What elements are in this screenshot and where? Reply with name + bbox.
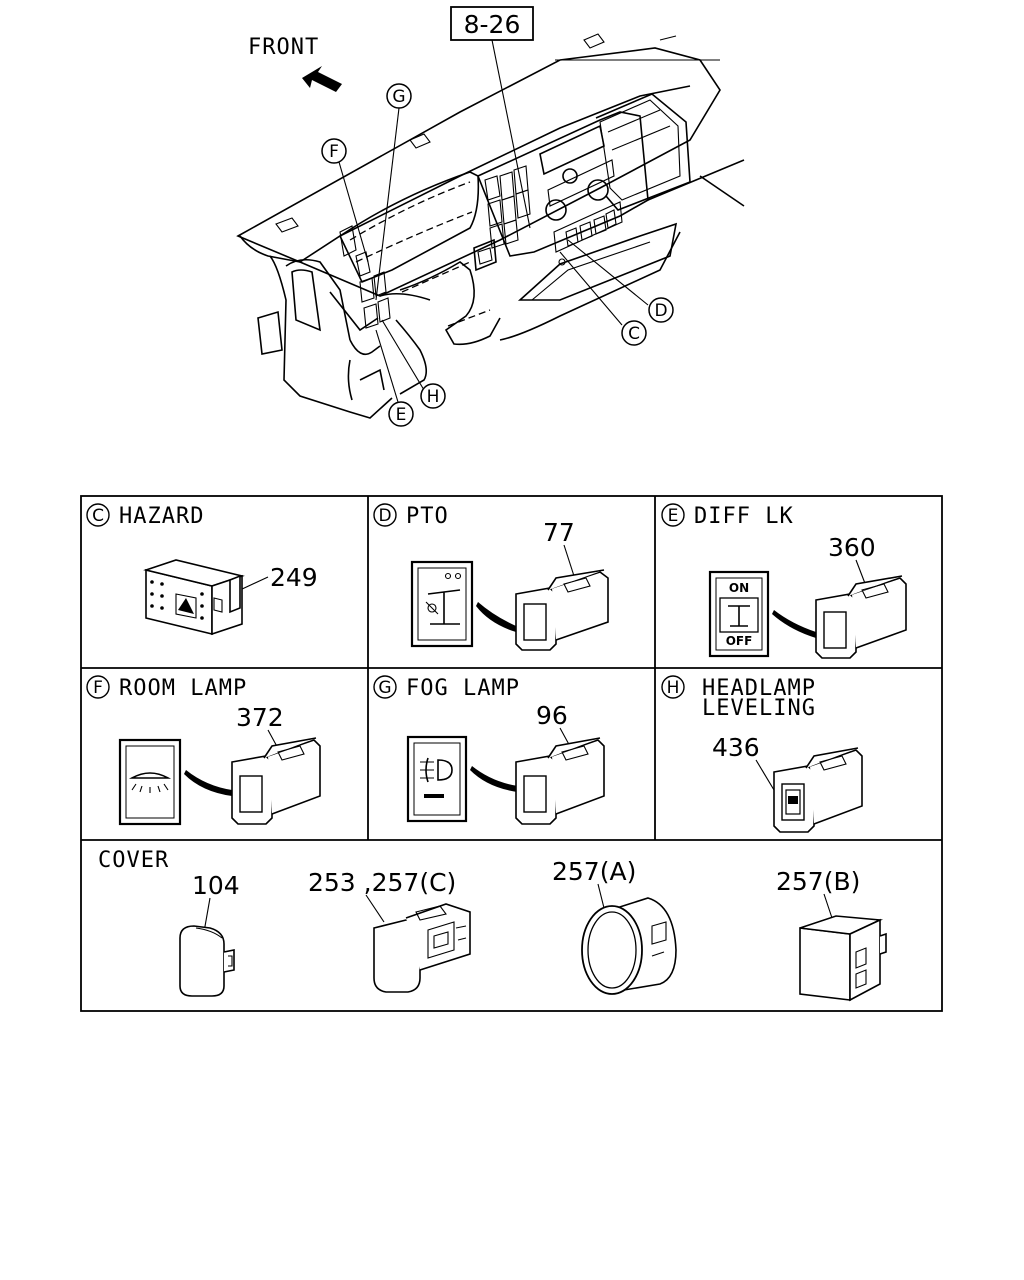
cover-title: COVER: [98, 848, 169, 873]
part-number: 77: [543, 518, 575, 547]
parts-table: [80, 495, 943, 1012]
part-number: 249: [270, 563, 318, 592]
dash-top: [236, 47, 721, 297]
cell-fog-lamp: G FOG LAMP 96: [373, 675, 605, 825]
switch-on-label: ON: [729, 581, 749, 595]
dashboard-overview: FRONT 8-26: [236, 6, 745, 427]
headlamp-leveling-switch-icon: [773, 747, 863, 833]
svg-text:G: G: [392, 87, 405, 107]
cell-title-line1: HEADLAMP: [702, 676, 816, 701]
front-arrow-icon: [302, 66, 342, 92]
cell-title: ROOM LAMP: [119, 676, 247, 701]
cell-letter: E: [668, 506, 679, 526]
cover-cap-104-icon: [179, 925, 235, 997]
part-number: 96: [536, 701, 568, 730]
diff-lock-switch-icon: [815, 575, 907, 659]
cell-letter: F: [93, 678, 103, 698]
part-number: 104: [192, 871, 240, 900]
pto-symbol-panel: [410, 560, 474, 648]
callout-h: H: [420, 383, 446, 409]
cell-letter: H: [667, 678, 680, 698]
part-number: 257(A): [552, 857, 636, 886]
cell-title: FOG LAMP: [406, 676, 520, 701]
front-label: FRONT: [248, 35, 319, 60]
room-lamp-panel: [118, 738, 182, 826]
fog-lamp-switch-icon: [515, 737, 605, 825]
diff-lock-panel: ON OFF: [708, 570, 770, 658]
cell-title: DIFF LK: [694, 504, 794, 529]
callout-f: F: [321, 138, 347, 164]
cell-title: PTO: [406, 504, 449, 529]
switch-off-label: OFF: [726, 634, 753, 648]
callout-g: G: [386, 83, 412, 109]
callout-d: D: [648, 297, 674, 323]
part-number: 436: [712, 733, 760, 762]
cell-hazard: C HAZARD 249: [86, 503, 318, 636]
cell-title: HAZARD: [119, 504, 204, 529]
cell-letter: D: [378, 506, 391, 526]
part-number: 360: [828, 533, 876, 562]
svg-text:C: C: [628, 324, 640, 344]
cover-253-257c-icon: [373, 903, 471, 993]
room-lamp-switch-icon: [231, 737, 321, 825]
pto-switch-icon: [515, 569, 609, 651]
svg-text:D: D: [654, 301, 667, 321]
hazard-switch-icon: [143, 559, 245, 636]
cell-cover: COVER 104 253 ,257(C) 257(A): [98, 848, 887, 1002]
cell-letter: G: [378, 678, 391, 698]
svg-text:E: E: [396, 405, 407, 425]
svg-text:F: F: [329, 142, 339, 162]
part-number: 372: [236, 703, 284, 732]
part-number: 253 ,257(C): [308, 868, 456, 897]
svg-text:H: H: [427, 387, 440, 407]
cell-headlamp-leveling: H HEADLAMP LEVELING 436: [661, 675, 863, 833]
cell-room-lamp: F ROOM LAMP 372: [86, 675, 321, 826]
cover-257a-round-icon: [581, 897, 677, 995]
part-number: 257(B): [776, 867, 860, 896]
cell-title-line2: LEVELING: [702, 696, 816, 721]
cell-diff-lk: E DIFF LK 360 ON OFF: [661, 503, 907, 659]
ref-box-label: 8-26: [464, 10, 521, 39]
callout-c: C: [621, 320, 647, 346]
fog-lamp-panel: [406, 735, 468, 823]
callout-e: E: [388, 401, 414, 427]
cell-letter: C: [92, 506, 104, 526]
cell-pto: D PTO 77: [373, 503, 609, 651]
cover-257b-square-icon: [799, 915, 887, 1002]
